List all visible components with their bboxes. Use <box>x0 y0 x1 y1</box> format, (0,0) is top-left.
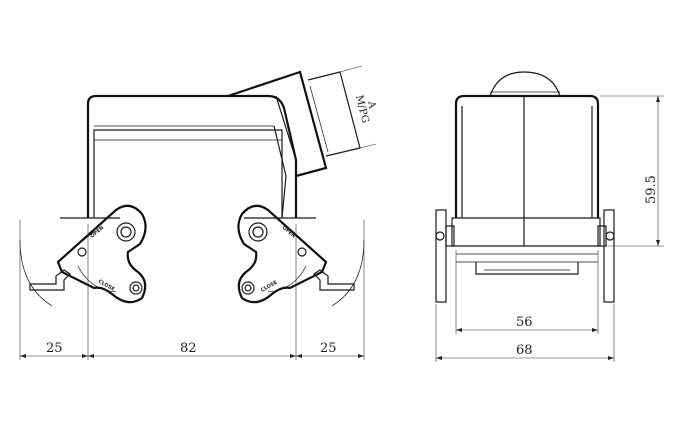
right-swing-arc <box>331 239 365 307</box>
dim-height: 59.5 <box>644 175 659 204</box>
front-right-lever-plate <box>603 209 615 303</box>
dim-left-offset: 25 <box>46 341 63 356</box>
dim-body-width: 82 <box>180 341 197 356</box>
left-lever-rivet <box>77 247 87 257</box>
left-swing-arc <box>19 239 53 307</box>
hood-side-edge <box>273 125 287 219</box>
right-lever-pivot <box>248 222 268 242</box>
hood-body-outline <box>86 94 298 218</box>
left-lever-pivot <box>116 222 136 242</box>
dim-front-inner: 56 <box>516 315 533 330</box>
right-open-label: OPEN <box>281 225 297 240</box>
right-locking-lever: OPEN CLOSE <box>237 204 328 304</box>
entry-dim-ext-1 <box>339 65 363 73</box>
cable-gland-thread <box>307 71 361 157</box>
dim-right-offset: 25 <box>320 341 337 356</box>
front-view: 59.5 56 68 <box>435 71 664 362</box>
left-locking-lever: OPEN CLOSE <box>56 204 147 304</box>
left-open-label: OPEN <box>89 225 105 240</box>
left-latch-hook <box>29 269 71 291</box>
front-base <box>451 217 601 247</box>
section-label: A <box>365 99 378 110</box>
hood-inner-outline <box>93 129 283 218</box>
front-left-lever-plate <box>435 209 447 303</box>
right-lever-peg <box>241 281 255 295</box>
spigot-thread-line <box>309 85 329 153</box>
entry-dim-ext-2 <box>359 143 377 149</box>
right-latch-hook <box>313 269 355 291</box>
dim-front-total: 68 <box>516 343 533 358</box>
cable-entry-spigot <box>227 70 328 178</box>
side-view: M/PG A OPEN CLOSE <box>19 65 378 360</box>
spigot-inner-line <box>275 95 297 161</box>
front-body-outline <box>454 94 600 218</box>
right-lever-rivet <box>297 247 307 257</box>
dim-arrows-left-view <box>20 354 364 358</box>
front-base-foot <box>475 262 579 275</box>
front-dome <box>489 71 561 97</box>
left-lever-peg <box>129 281 143 295</box>
